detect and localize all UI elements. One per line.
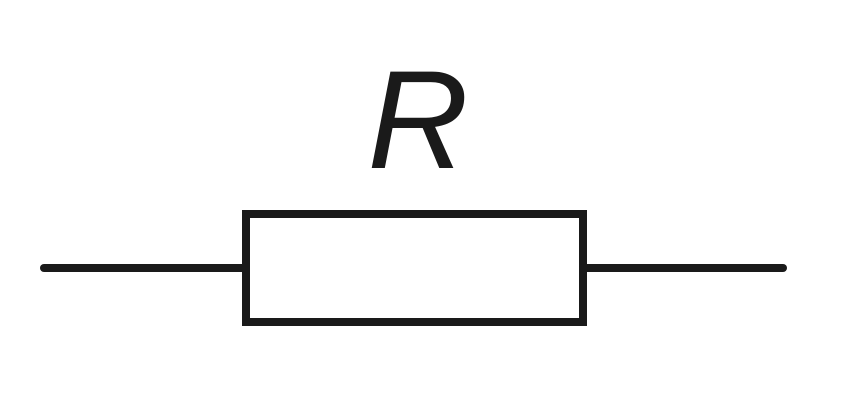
resistor-body bbox=[242, 210, 587, 326]
resistor-label: R bbox=[367, 41, 468, 198]
